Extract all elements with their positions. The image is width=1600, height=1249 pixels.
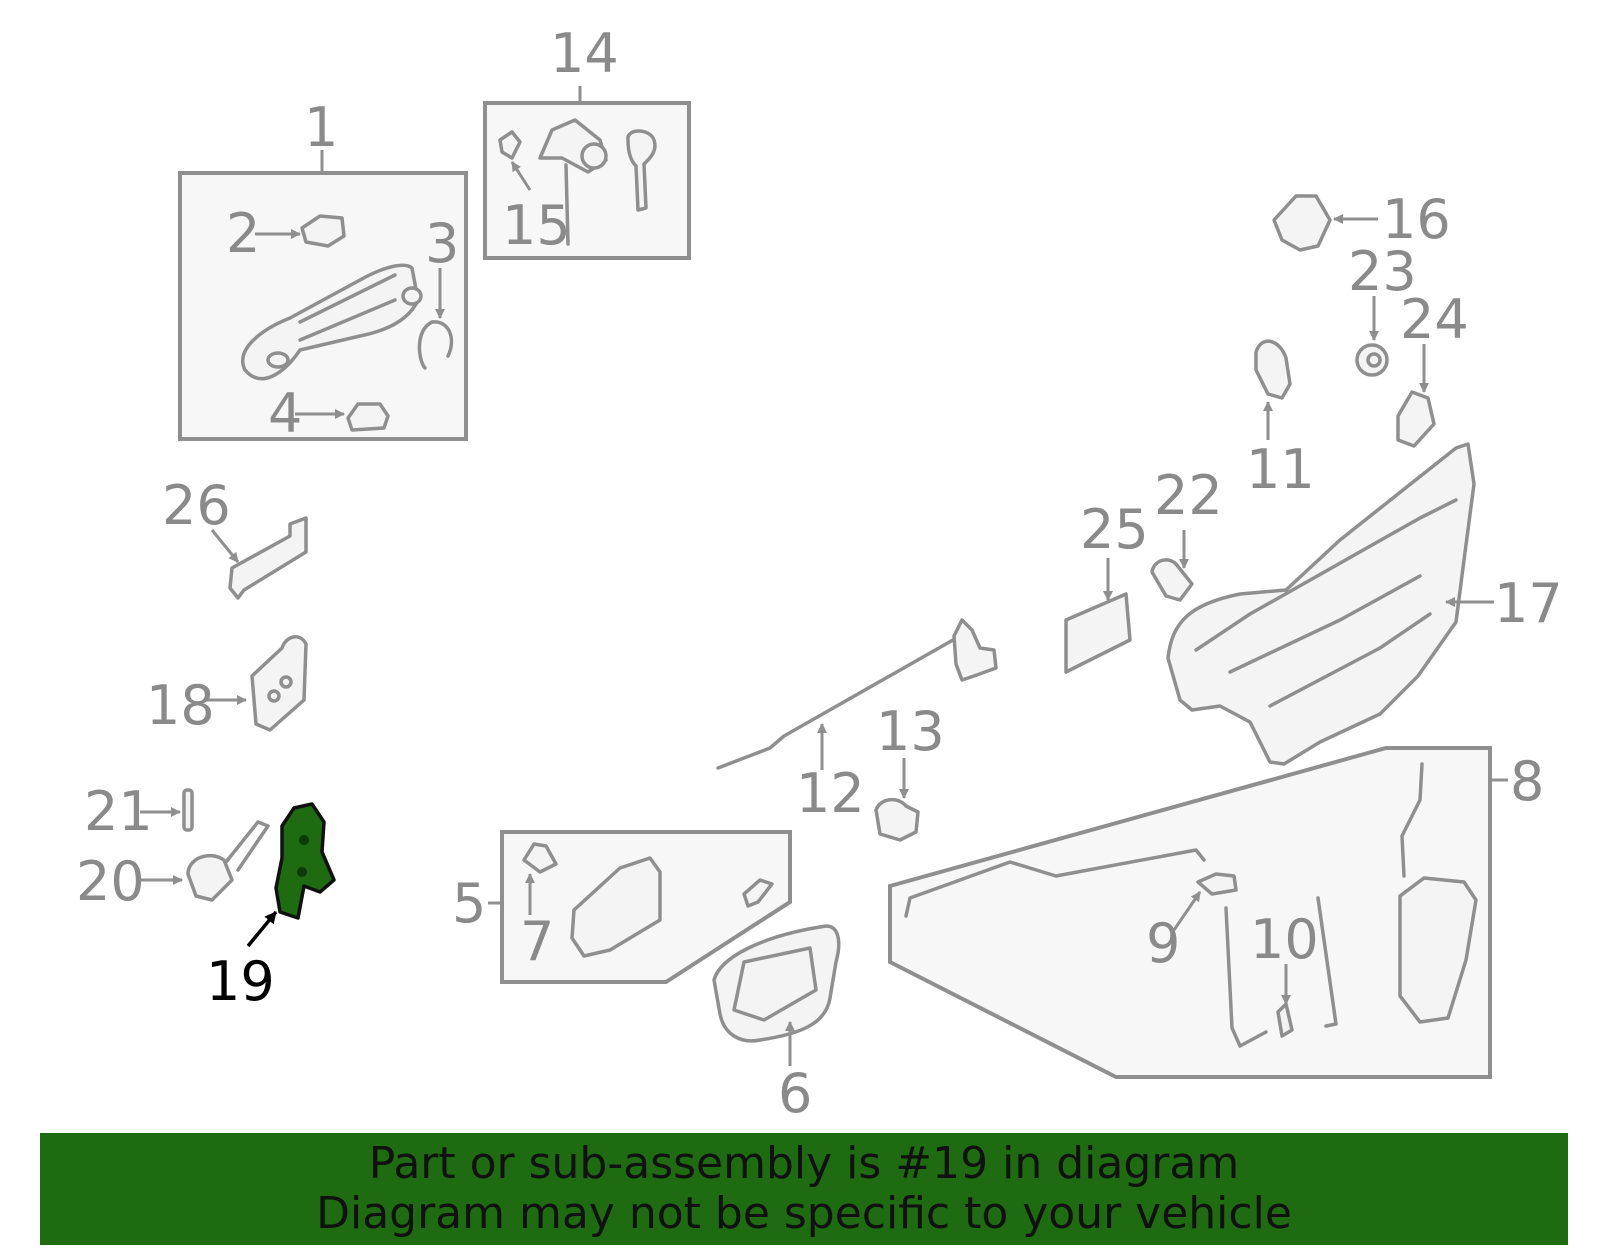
- callout-5: 5: [452, 872, 486, 935]
- callout-1: 1: [304, 96, 338, 159]
- part-20-checker: [140, 820, 270, 902]
- part-3-spring: [417, 268, 454, 370]
- part-16-clip: [1272, 194, 1378, 252]
- callout-23: 23: [1348, 240, 1417, 303]
- part-22-plug: [1150, 530, 1194, 602]
- part-small-link: [742, 878, 774, 908]
- part-lock-cylinder: [538, 118, 608, 246]
- banner-line-disclaimer: Diagram may not be specific to your vehi…: [316, 1188, 1292, 1239]
- part-key: [626, 129, 657, 212]
- callout-19-highlighted: 19: [206, 950, 275, 1013]
- part-24-bracket: [1396, 344, 1436, 448]
- callout-10: 10: [1250, 908, 1319, 971]
- callout-11: 11: [1246, 438, 1315, 501]
- callout-20: 20: [76, 850, 145, 913]
- part-19-highlighted: [246, 802, 336, 948]
- callout-4: 4: [268, 382, 302, 445]
- part-23-bushing: [1355, 296, 1389, 377]
- part-26-bracket: [210, 516, 308, 600]
- callout-labels: 1 2 3 4 5 6 7 8 9 10 11 12 13 14 15 16 1…: [76, 22, 1563, 1125]
- callout-24: 24: [1400, 288, 1469, 351]
- callout-7: 7: [520, 910, 554, 973]
- callout-2: 2: [226, 202, 260, 265]
- part-7-clip: [522, 842, 558, 915]
- callout-6: 6: [778, 1062, 812, 1125]
- part-25-pad: [1064, 558, 1132, 674]
- part-11-bracket: [1254, 339, 1292, 440]
- part-21-pin: [140, 788, 194, 832]
- assembly-box-8: [888, 746, 1508, 1079]
- part-15-retainer: [498, 130, 532, 191]
- part-4-pad: [295, 402, 390, 432]
- part-17-trim-panel: [1166, 442, 1494, 766]
- info-banner: Part or sub-assembly is #19 in diagram D…: [40, 1133, 1568, 1245]
- callout-13: 13: [876, 700, 945, 763]
- callout-17: 17: [1494, 572, 1563, 635]
- callout-8: 8: [1510, 750, 1544, 813]
- assembly-box-1: [178, 150, 468, 441]
- part-2-clip: [255, 214, 346, 248]
- callout-21: 21: [84, 780, 153, 843]
- callout-9: 9: [1146, 912, 1180, 975]
- callout-22: 22: [1154, 464, 1223, 527]
- part-outside-handle: [241, 263, 423, 381]
- part-8-linkage: [904, 762, 1478, 1048]
- part-18-plate: [205, 635, 308, 732]
- callout-15: 15: [502, 194, 571, 257]
- callout-16: 16: [1382, 188, 1451, 251]
- part-6-bezel: [712, 924, 841, 1066]
- callout-26: 26: [162, 474, 231, 537]
- callout-18: 18: [146, 674, 215, 737]
- part-inside-handle-base: [570, 856, 662, 958]
- callout-12: 12: [796, 762, 865, 825]
- part-12-rod: [716, 618, 998, 770]
- part-9-clip: [1172, 872, 1238, 931]
- part-13-grommet: [874, 758, 920, 842]
- callout-3: 3: [425, 212, 459, 275]
- callout-25: 25: [1080, 498, 1149, 561]
- callout-14: 14: [550, 22, 619, 85]
- banner-line-part-number: Part or sub-assembly is #19 in diagram: [368, 1138, 1240, 1189]
